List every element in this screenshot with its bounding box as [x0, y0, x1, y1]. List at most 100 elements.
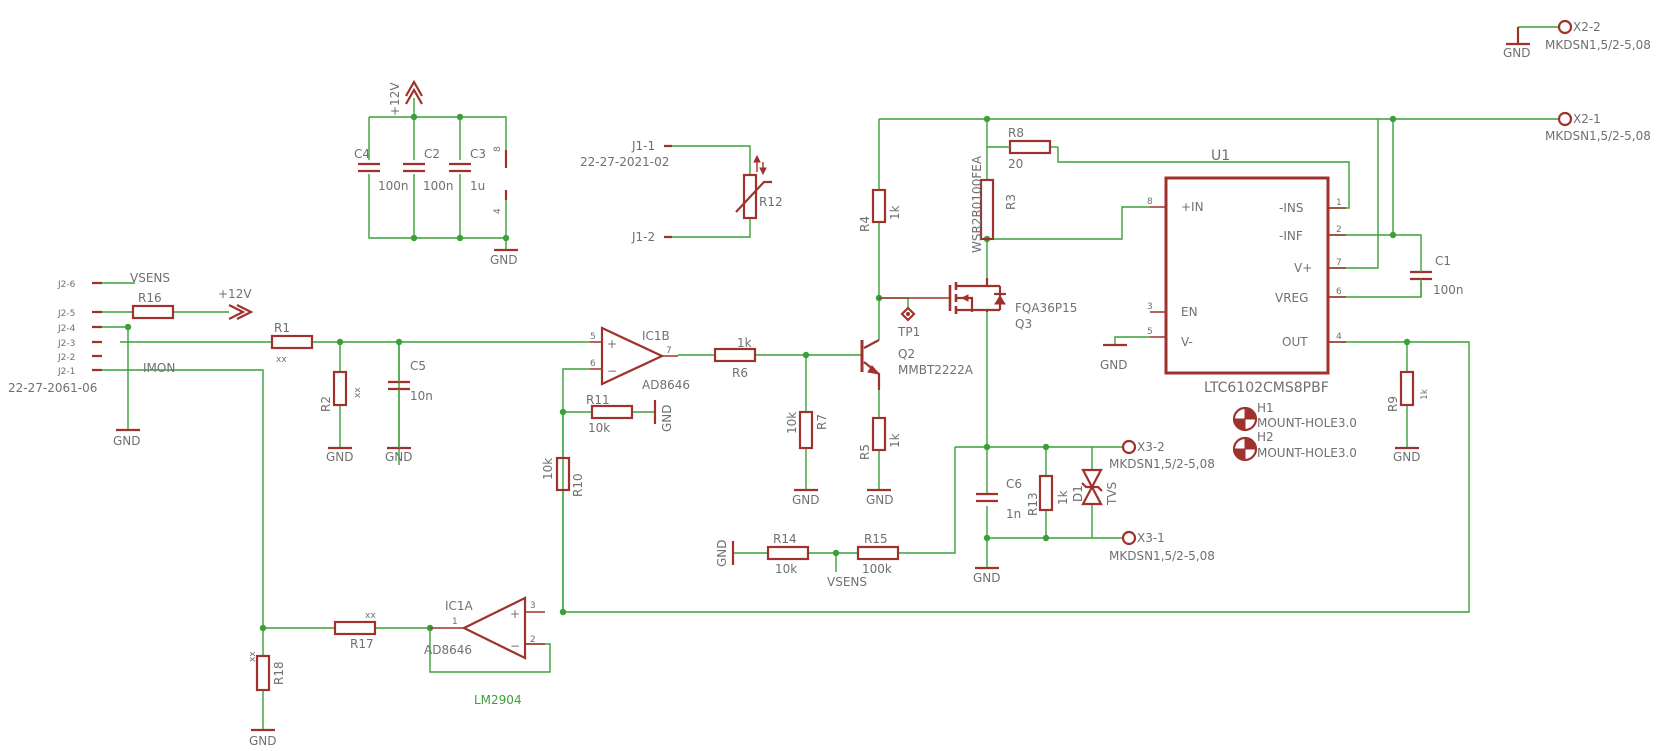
svg-text:R6: R6: [732, 366, 748, 380]
gnd-symbols: GND GND GND GND GND GND GND GND: [113, 27, 1531, 748]
svg-text:8: 8: [493, 146, 503, 152]
resistor-r1: R1 xx: [270, 321, 314, 365]
svg-text:+: +: [510, 607, 520, 621]
transistor-q2: Q2 MMBT2222A: [860, 339, 974, 390]
supply-12v-r16: +12V: [218, 287, 254, 320]
svg-text:100n: 100n: [423, 179, 454, 193]
svg-text:R13: R13: [1026, 492, 1040, 516]
gnd-c6: GND: [973, 566, 1001, 585]
resistor-r11: R11 10k: [586, 393, 634, 435]
svg-text:LTC6102CMS8PBF: LTC6102CMS8PBF: [1204, 380, 1329, 396]
gnd-c5: GND: [385, 446, 413, 464]
resistor-r17: xx R17: [333, 611, 376, 651]
resistor-r6: 1k R6: [713, 336, 757, 380]
svg-text:R3: R3: [1004, 194, 1018, 210]
svg-text:X2-1: X2-1: [1573, 112, 1601, 126]
svg-text:OUT: OUT: [1282, 335, 1308, 349]
connector-x2: X2-2 MKDSN1,5/2-5,08 X2-1 MKDSN1,5/2-5,0…: [1545, 19, 1651, 143]
svg-text:xx: xx: [248, 651, 258, 662]
svg-text:X3-2: X3-2: [1137, 440, 1165, 454]
svg-text:6: 6: [1336, 287, 1342, 297]
svg-text:MKDSN1,5/2-5,08: MKDSN1,5/2-5,08: [1109, 457, 1215, 471]
svg-text:GND: GND: [1503, 46, 1531, 60]
svg-text:xx: xx: [276, 355, 287, 365]
svg-text:−: −: [510, 639, 520, 653]
svg-text:GND: GND: [490, 253, 518, 267]
svg-text:VREG: VREG: [1275, 291, 1308, 305]
resistor-r7: 10k R7: [785, 410, 829, 450]
svg-text:J2-6: J2-6: [57, 280, 76, 290]
resistor-r18: xx R18: [248, 651, 286, 692]
svg-text:22-27-2021-02: 22-27-2021-02: [580, 155, 669, 169]
gnd-r2: GND: [326, 446, 354, 464]
x3-2-terminal: [1121, 439, 1137, 455]
capacitor-c4: C4 100n: [354, 147, 409, 193]
svg-text:10k: 10k: [541, 458, 555, 480]
svg-text:IC1B: IC1B: [642, 329, 670, 343]
svg-text:GND: GND: [1393, 450, 1421, 464]
svg-text:GND: GND: [249, 734, 277, 748]
svg-text:C2: C2: [424, 147, 440, 161]
svg-text:GND: GND: [715, 539, 729, 567]
svg-text:GND: GND: [660, 404, 674, 432]
svg-text:C3: C3: [470, 147, 486, 161]
svg-text:GND: GND: [113, 434, 141, 448]
svg-text:MOUNT-HOLE3.0: MOUNT-HOLE3.0: [1257, 416, 1357, 430]
x2-2-terminal: [1557, 19, 1573, 35]
svg-text:C6: C6: [1006, 477, 1022, 491]
wires: [102, 26, 1558, 730]
svg-text:R5: R5: [858, 444, 872, 460]
svg-text:GND: GND: [1100, 358, 1128, 372]
svg-text:R7: R7: [815, 414, 829, 430]
resistor-r10: 10k R10: [541, 456, 585, 497]
mount-hole-h2: H2 MOUNT-HOLE3.0: [1232, 430, 1357, 462]
svg-text:7: 7: [666, 346, 672, 356]
gnd-u1: GND: [1100, 343, 1128, 372]
svg-text:MOUNT-HOLE3.0: MOUNT-HOLE3.0: [1257, 446, 1357, 460]
svg-text:1u: 1u: [470, 179, 485, 193]
svg-text:10k: 10k: [775, 562, 797, 576]
svg-text:C4: C4: [354, 147, 370, 161]
vsens-label: VSENS: [827, 575, 867, 589]
svg-text:22-27-2061-06: 22-27-2061-06: [8, 381, 97, 395]
svg-text:X3-1: X3-1: [1137, 531, 1165, 545]
svg-text:J1-1: J1-1: [631, 139, 655, 153]
svg-text:−: −: [607, 364, 617, 378]
svg-text:R11: R11: [586, 393, 610, 407]
ic-u1: U1 LTC6102CMS8PBF +IN EN V- -INS -INF V+…: [1147, 148, 1346, 396]
opamp-ic1b: 5 + − 5 6 7 IC1B AD8646: [590, 326, 690, 392]
gnd-r9: GND: [1393, 446, 1421, 464]
svg-text:VSENS: VSENS: [130, 271, 170, 285]
svg-text:R14: R14: [773, 532, 797, 546]
resistor-r15: R15 100k: [856, 532, 900, 576]
svg-text:8: 8: [1147, 197, 1153, 207]
svg-text:1k: 1k: [1420, 388, 1430, 400]
svg-text:5: 5: [1147, 327, 1153, 337]
svg-text:AD8646: AD8646: [642, 378, 690, 392]
opamp-supply-pins: 8 4: [493, 146, 508, 214]
svg-text:R9: R9: [1386, 396, 1400, 412]
gnd-r5: GND: [866, 488, 894, 507]
capacitor-c1: C1 100n: [1410, 254, 1464, 297]
svg-text:1k: 1k: [1056, 490, 1070, 505]
gnd-r14: GND: [715, 539, 735, 567]
gnd-r11: GND: [653, 400, 674, 432]
svg-text:100k: 100k: [862, 562, 892, 576]
testpoint-tp1: TP1: [897, 306, 920, 339]
svg-text:IC1A: IC1A: [445, 599, 474, 613]
svg-text:J2-2: J2-2: [57, 353, 75, 363]
gnd-j2: GND: [113, 428, 141, 448]
mount-hole-h1: H1 MOUNT-HOLE3.0: [1232, 401, 1357, 432]
svg-text:R10: R10: [571, 473, 585, 497]
resistor-r2: R2 xx: [319, 370, 363, 412]
supply-12v-top: +12V: [388, 79, 423, 116]
svg-text:R15: R15: [864, 532, 888, 546]
svg-text:TVS: TVS: [1105, 482, 1119, 506]
lm2904-label: LM2904: [474, 693, 522, 707]
svg-text:C5: C5: [410, 359, 426, 373]
svg-text:2: 2: [530, 635, 536, 645]
resistor-r3: R3 WSR2R0100FEA: [970, 155, 1018, 253]
svg-text:MKDSN1,5/2-5,08: MKDSN1,5/2-5,08: [1545, 38, 1651, 52]
resistor-r4: R4 1k: [858, 188, 902, 232]
